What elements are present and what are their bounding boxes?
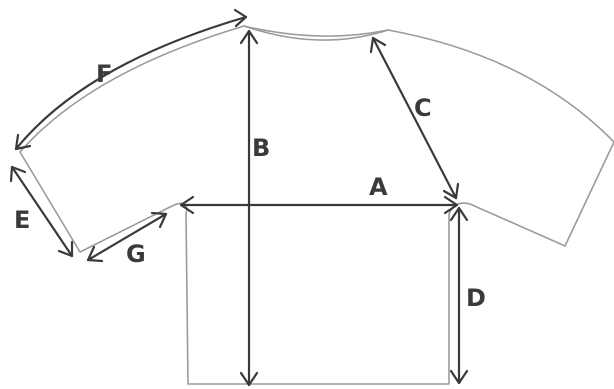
label-e: E bbox=[14, 206, 30, 234]
label-f: F bbox=[96, 60, 112, 88]
measure-arrow-b bbox=[239, 29, 259, 387]
measurement-arrows bbox=[9, 8, 469, 387]
measure-arrow-e bbox=[9, 165, 74, 258]
label-b: B bbox=[252, 134, 270, 162]
measure-arrow-g bbox=[86, 211, 168, 263]
measure-arrow-a bbox=[179, 195, 459, 215]
shirt-body-outline bbox=[19, 25, 614, 385]
label-d: D bbox=[466, 284, 486, 312]
neckline-curve bbox=[243, 25, 389, 41]
measurement-labels: A B C D E F G bbox=[14, 60, 486, 312]
garment-outline bbox=[19, 25, 614, 385]
label-c: C bbox=[414, 94, 432, 122]
measure-arrow-c bbox=[369, 36, 460, 200]
label-g: G bbox=[126, 240, 146, 268]
measure-arrow-f bbox=[14, 8, 248, 151]
measure-arrow-d bbox=[449, 206, 469, 385]
label-a: A bbox=[369, 173, 388, 201]
